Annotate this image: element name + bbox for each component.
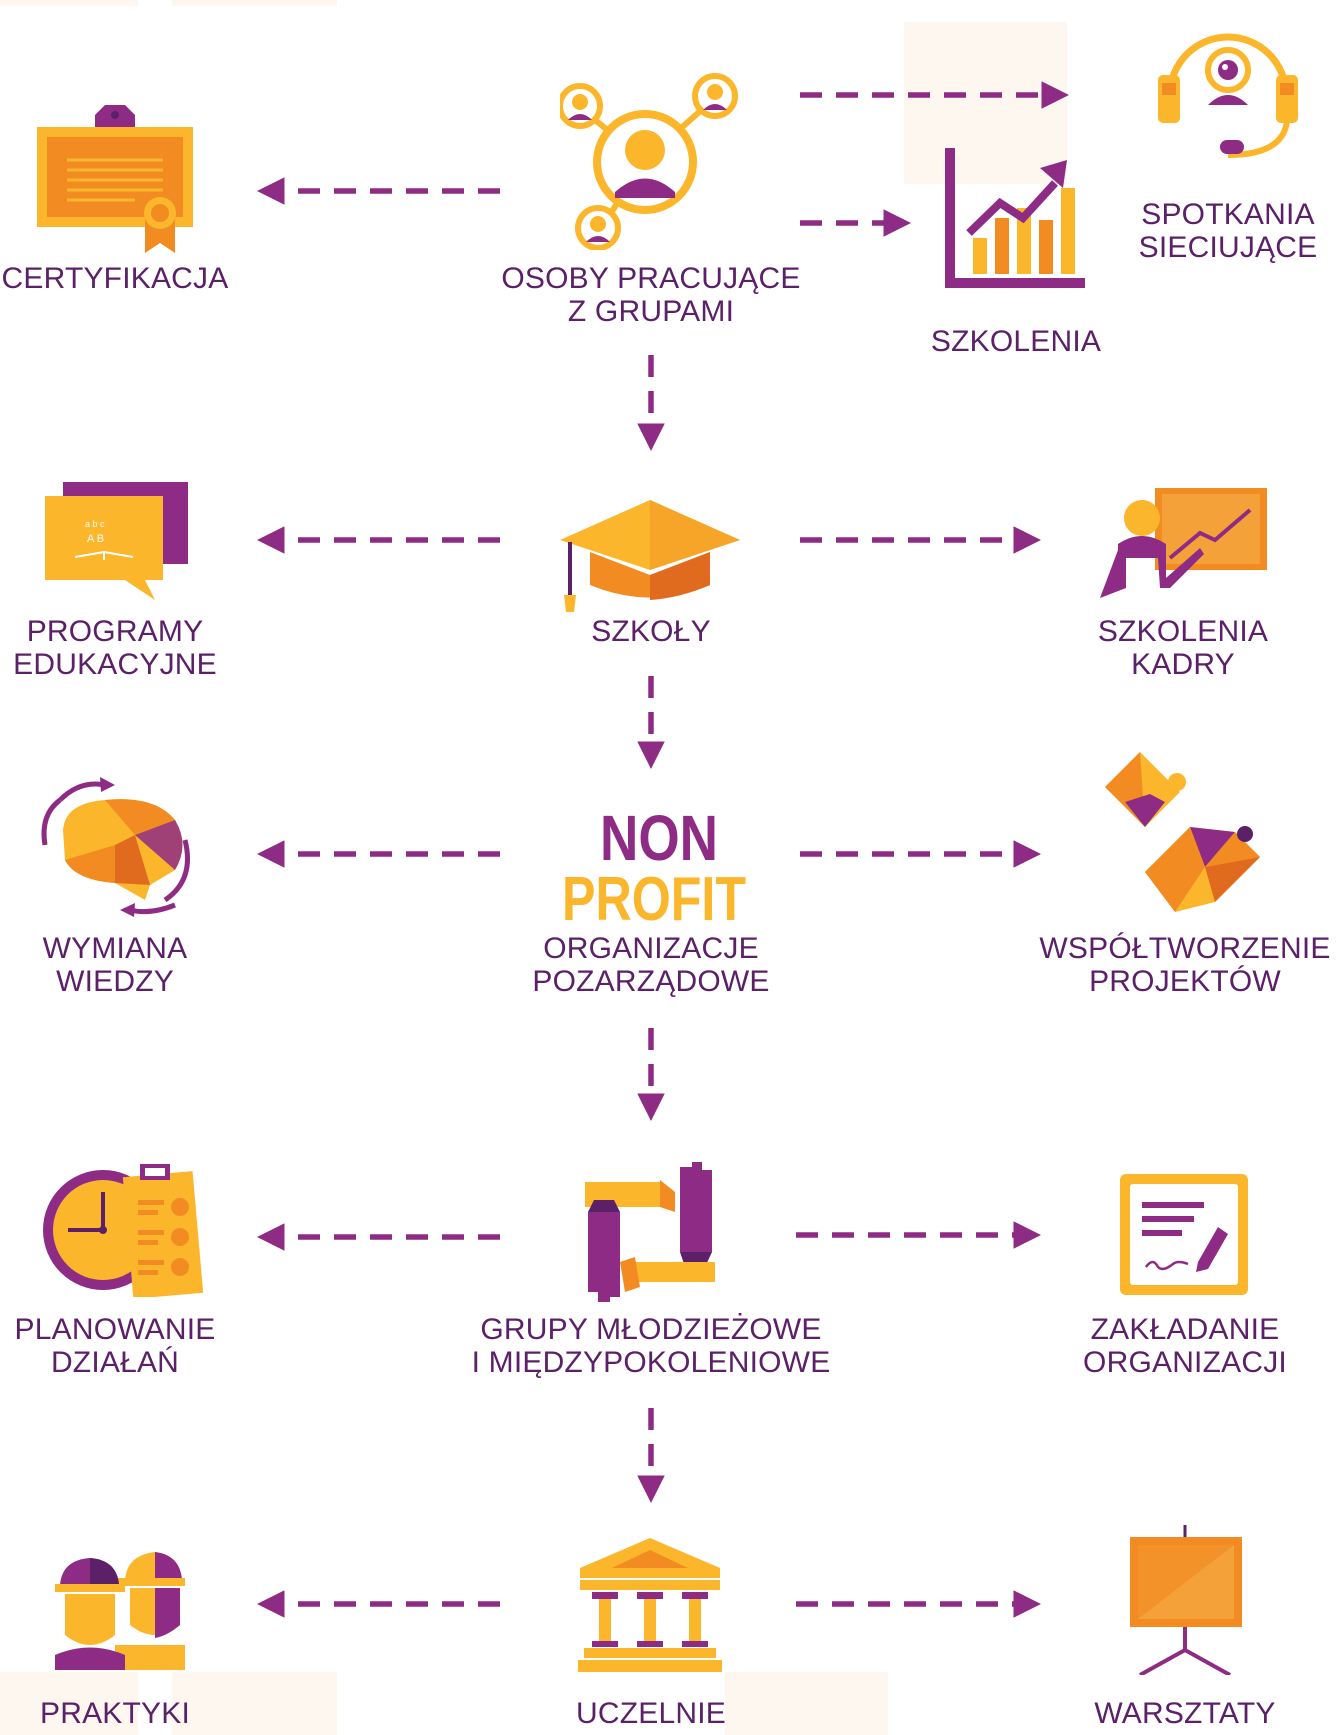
nonprofit-text-icon: NON PROFIT	[562, 808, 746, 923]
label-line: SIECIUJĄCE	[1138, 231, 1318, 264]
label-line: CERTYFIKACJA	[1, 262, 229, 295]
label-ngo: ORGANIZACJE POZARZĄDOWE	[481, 932, 821, 998]
headset-icon	[1158, 33, 1298, 158]
university-building-icon	[578, 1538, 722, 1672]
people-network-icon	[560, 73, 738, 250]
label-line: UCZELNIE	[576, 1697, 726, 1730]
nonprofit-logo-top: NON	[600, 808, 718, 874]
label-spotkania: SPOTKANIA SIECIUJĄCE	[1058, 198, 1341, 264]
background-block	[0, 0, 138, 6]
label-line: ORGANIZACJI	[1083, 1346, 1287, 1379]
certificate-icon	[37, 105, 193, 253]
puzzle-icon	[1105, 752, 1260, 912]
label-line: PROGRAMY	[26, 615, 204, 648]
label-programy: PROGRAMY EDUKACYJNE	[0, 615, 285, 681]
signed-document-icon	[1120, 1174, 1248, 1295]
label-warsztaty: WARSZTATY	[1015, 1697, 1341, 1730]
brain-exchange-icon	[41, 777, 190, 917]
hands-circle-icon	[585, 1162, 715, 1302]
label-line: DZIAŁAŃ	[50, 1346, 180, 1379]
label-line: EDUKACYJNE	[13, 648, 217, 681]
label-line: OSOBY PRACUJĄCE	[501, 262, 801, 295]
growth-chart-icon	[945, 148, 1085, 288]
background-block	[725, 1672, 888, 1735]
label-wspoltworzenie: WSPÓŁTWORZENIE PROJEKTÓW	[1015, 932, 1341, 998]
label-line: POZARZĄDOWE	[532, 965, 770, 998]
background-block	[904, 22, 1067, 184]
label-zakladanie: ZAKŁADANIE ORGANIZACJI	[1015, 1313, 1341, 1379]
label-praktyki: PRAKTYKI	[0, 1697, 285, 1730]
label-line: KADRY	[1131, 648, 1235, 681]
label-line: SZKOLENIA	[1097, 615, 1269, 648]
label-line: PLANOWANIE	[14, 1313, 216, 1346]
graduation-cap-icon	[560, 500, 740, 612]
label-line: ZAKŁADANIE	[1090, 1313, 1280, 1346]
label-certyfikacja: CERTYFIKACJA	[0, 262, 285, 295]
label-grupy: GRUPY MŁODZIEŻOWE I MIĘDZYPOKOLENIOWE	[451, 1313, 851, 1379]
workers-helmet-icon	[55, 1552, 185, 1670]
clock-clipboard-icon	[43, 1164, 204, 1297]
label-line: ORGANIZACJE	[543, 932, 759, 965]
background-block	[172, 1672, 337, 1735]
label-line: PRAKTYKI	[40, 1697, 190, 1730]
background-block	[172, 0, 337, 6]
label-line: Z GRUPAMI	[567, 295, 735, 328]
label-line: I MIĘDZYPOKOLENIOWE	[471, 1346, 831, 1379]
speech-bubble-book-icon: a b c A B	[45, 482, 188, 600]
flipchart-icon	[1130, 1525, 1242, 1675]
label-line: WYMIANA	[42, 932, 188, 965]
presenter-icon	[1100, 488, 1267, 598]
label-osoby: OSOBY PRACUJĄCE Z GRUPAMI	[481, 262, 821, 328]
background-block	[0, 1672, 138, 1735]
label-line: PROJEKTÓW	[1089, 965, 1281, 998]
label-uczelnie: UCZELNIE	[481, 1697, 821, 1730]
label-planowanie: PLANOWANIE DZIAŁAŃ	[0, 1313, 285, 1379]
label-szkolenia-kadry: SZKOLENIA KADRY	[1013, 615, 1341, 681]
nonprofit-logo-bottom: PROFIT	[562, 865, 746, 923]
label-line: GRUPY MŁODZIEŻOWE	[480, 1313, 822, 1346]
label-szkoly: SZKOŁY	[481, 615, 821, 648]
label-line: SPOTKANIA	[1141, 198, 1315, 231]
svg-text:a b c: a b c	[85, 519, 105, 529]
label-line: WSPÓŁTWORZENIE	[1039, 932, 1331, 965]
label-line: SZKOLENIA	[930, 325, 1102, 358]
label-line: WIEDZY	[56, 965, 174, 998]
label-szkolenia: SZKOLENIA	[846, 325, 1186, 358]
label-line: WARSZTATY	[1094, 1697, 1276, 1730]
label-wymiana: WYMIANA WIEDZY	[0, 932, 285, 998]
label-line: SZKOŁY	[591, 615, 711, 648]
svg-text:A B: A B	[87, 533, 104, 545]
